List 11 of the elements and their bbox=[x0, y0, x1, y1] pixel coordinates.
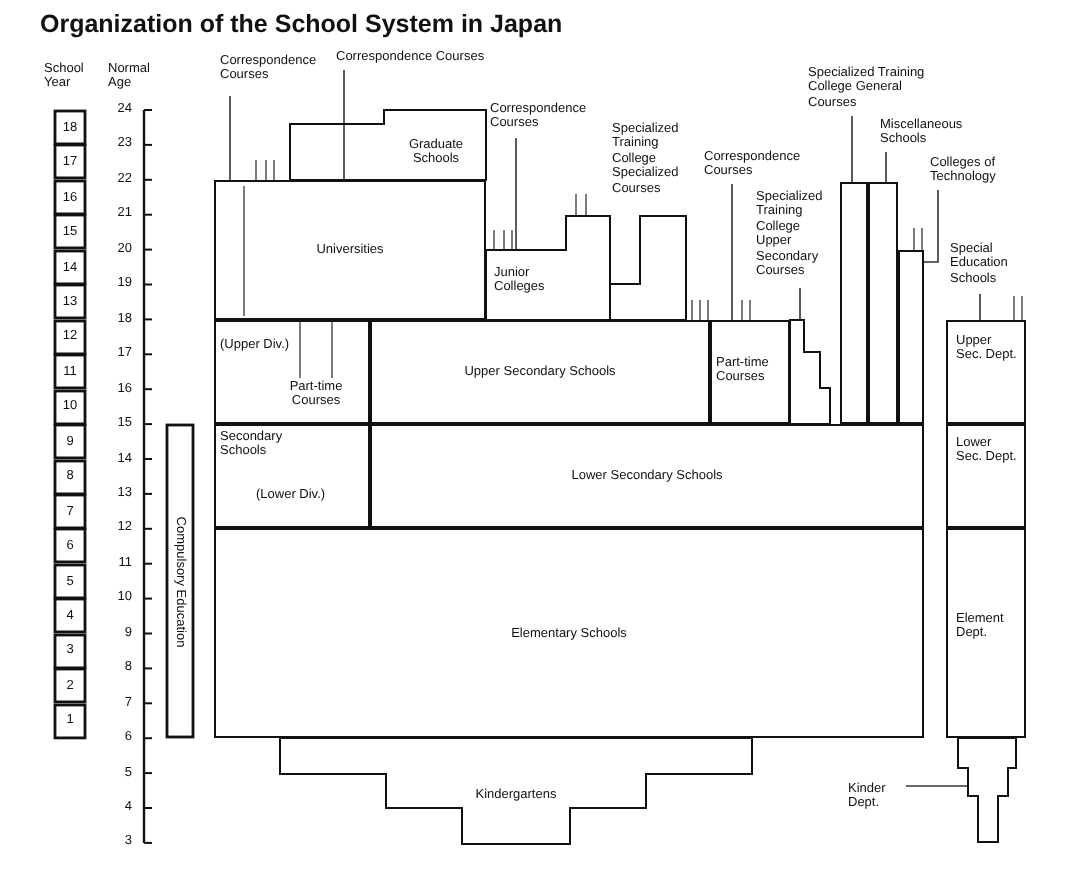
leader-line bbox=[885, 151, 887, 183]
leader-line bbox=[731, 183, 733, 321]
leader-line bbox=[979, 293, 981, 321]
leader-line bbox=[515, 137, 517, 251]
diagram-title: Organization of the School System in Japan bbox=[40, 10, 563, 38]
leader-line bbox=[799, 287, 801, 321]
leader-line bbox=[851, 115, 853, 183]
leader-line bbox=[229, 95, 231, 181]
leader-line bbox=[905, 785, 969, 787]
leader-line bbox=[923, 189, 939, 263]
leader-line bbox=[343, 69, 345, 181]
